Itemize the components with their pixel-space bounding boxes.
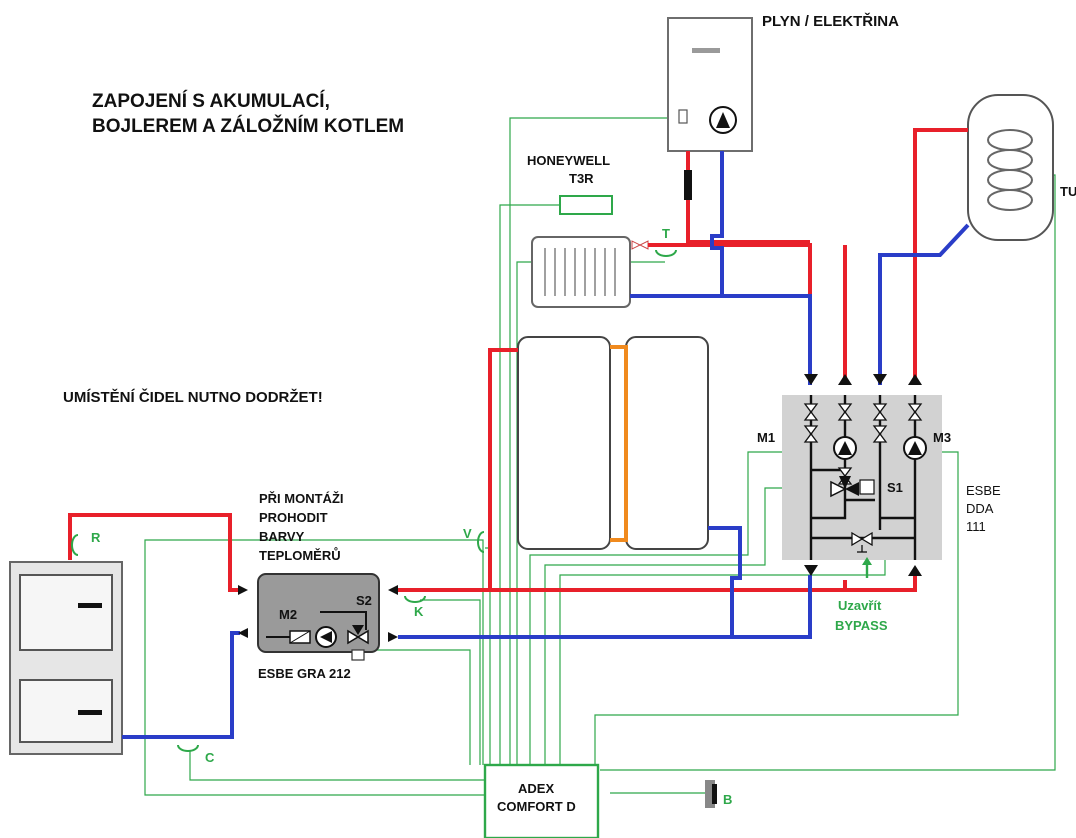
sensor-b-label: B — [723, 792, 733, 807]
sensors — [71, 249, 677, 752]
sensor-t-label: T — [662, 226, 670, 241]
solid-fuel-boiler — [9, 561, 123, 755]
port-arrows — [238, 170, 922, 642]
label-m2: M2 — [279, 607, 298, 622]
thermostat-label-line1: HONEYWELL — [527, 153, 611, 168]
sensor-v-label: V — [463, 526, 472, 541]
label-s1: S1 — [887, 480, 903, 495]
sensor-t-icon — [655, 249, 677, 257]
sensor-c-label: C — [205, 750, 215, 765]
sensor-placement-note: UMÍSTĚNÍ ČIDEL NUTNO DODRŽET! — [63, 389, 323, 406]
mixing-valve-s1-icon — [830, 480, 847, 498]
dda-valves — [803, 403, 923, 485]
controller-label-line2: COMFORT D — [497, 799, 576, 814]
mixing-note-line1: PŘI MONTÁŽI — [259, 491, 344, 506]
dda-label-line3: 111 — [966, 519, 986, 534]
diagram-title-line2: BOJLEREM A ZÁLOŽNÍM KOTLEM — [92, 116, 405, 137]
dda-label-line1: ESBE — [966, 483, 1001, 498]
diagram-title-line1: ZAPOJENÍ S AKUMULACÍ, — [92, 91, 330, 112]
mixing-note-line3: BARVY — [259, 529, 305, 544]
sensor-tu-label: TU — [1060, 184, 1076, 199]
accumulation-tanks — [517, 336, 709, 550]
dda-station — [782, 395, 942, 560]
thermostat-t3r-icon — [559, 195, 613, 215]
bypass-label-line2: BYPASS — [835, 618, 888, 633]
mixing-note-line4: TEPLOMĚRŮ — [259, 548, 341, 563]
gra-mixing-unit — [257, 573, 380, 661]
gra-valve-label: ESBE GRA 212 — [258, 666, 351, 681]
dda-label-line2: DDA — [966, 501, 994, 516]
tank-link-pipe — [610, 345, 628, 542]
outdoor-sensor-b-icon — [705, 780, 715, 808]
thermostat-label-line2: T3R — [569, 171, 594, 186]
radiator-valve-icon — [631, 240, 642, 250]
label-m3: M3 — [933, 430, 952, 445]
sensor-r-label: R — [91, 530, 101, 545]
dhw-tank — [967, 94, 1054, 241]
sensor-v-icon — [477, 531, 485, 553]
sensor-k-icon — [404, 595, 426, 603]
backup-boiler — [667, 17, 753, 152]
bypass-label-line1: Uzavřít — [838, 598, 882, 613]
label-m1: M1 — [757, 430, 776, 445]
sensor-r-icon — [71, 534, 79, 556]
gra-valve-icon — [347, 629, 360, 645]
label-s2: S2 — [356, 593, 372, 608]
sensor-c-icon — [177, 744, 199, 752]
return-pipes — [122, 151, 970, 739]
bypass-valve-icon — [851, 531, 864, 547]
sensor-k-label: K — [414, 604, 424, 619]
mixing-note-line2: PROHODIT — [259, 510, 328, 525]
controller-box — [483, 763, 600, 838]
backup-boiler-label: PLYN / ELEKTŘINA — [762, 13, 899, 30]
radiator — [531, 236, 649, 308]
controller-label-line1: ADEX — [518, 781, 555, 796]
